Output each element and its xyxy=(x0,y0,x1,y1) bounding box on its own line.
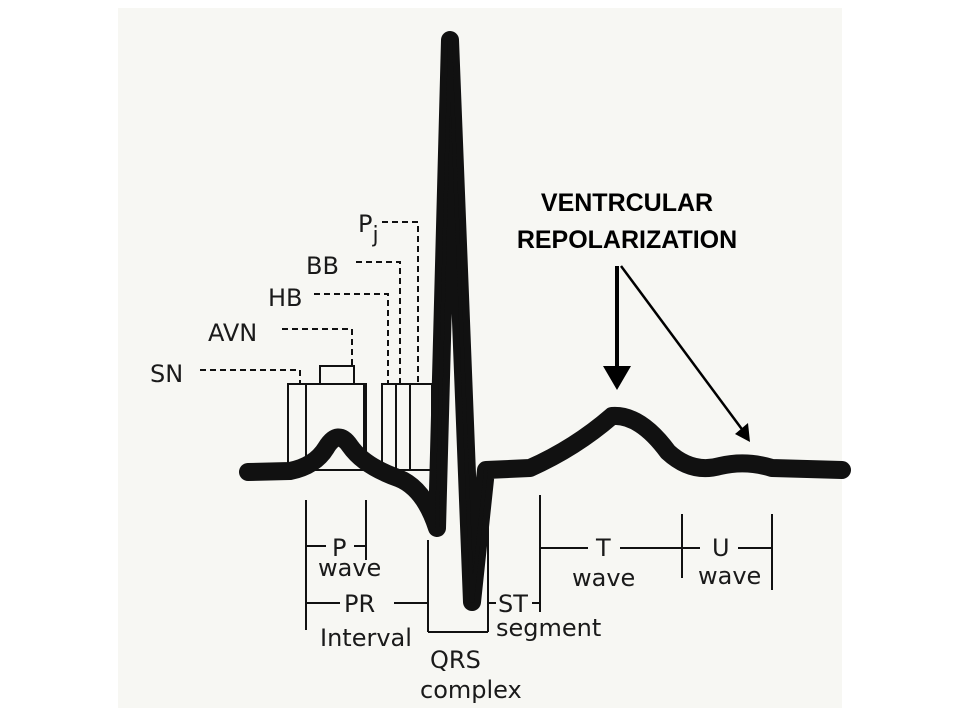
heading-line-2: REPOLARIZATION xyxy=(517,226,737,254)
u-wave-letter: U xyxy=(712,534,730,562)
st-segment-letters: ST xyxy=(498,590,528,618)
repolarization-arrows xyxy=(603,265,750,442)
st-segment-word: segment xyxy=(496,614,601,642)
t-wave-word: wave xyxy=(572,564,635,592)
heading-line-1: VENTRCULAR xyxy=(541,189,713,217)
p-wave-letter: P xyxy=(332,534,346,562)
label-sn: SN xyxy=(150,360,183,388)
label-bb: BB xyxy=(306,252,339,280)
p-wave-word: wave xyxy=(318,554,381,582)
measurement-brackets xyxy=(305,495,773,633)
t-wave-letter: T xyxy=(595,534,611,562)
qrs-spike xyxy=(435,39,488,603)
label-hb: HB xyxy=(268,284,303,312)
qrs-complex-letters: QRS xyxy=(430,646,481,674)
arrow-head-t-wave xyxy=(603,366,631,390)
pr-interval-letters: PR xyxy=(344,590,375,618)
u-wave-word: wave xyxy=(698,562,761,590)
qrs-complex-word: complex xyxy=(420,676,522,704)
pr-interval-word: Interval xyxy=(320,624,412,652)
label-avn: AVN xyxy=(208,319,257,347)
arrow-head-u-wave xyxy=(735,423,750,442)
arrow-to-u-wave xyxy=(619,265,746,433)
conduction-leaders xyxy=(200,221,419,384)
label-pj: Pj xyxy=(358,210,379,248)
conduction-boxes xyxy=(287,365,433,471)
